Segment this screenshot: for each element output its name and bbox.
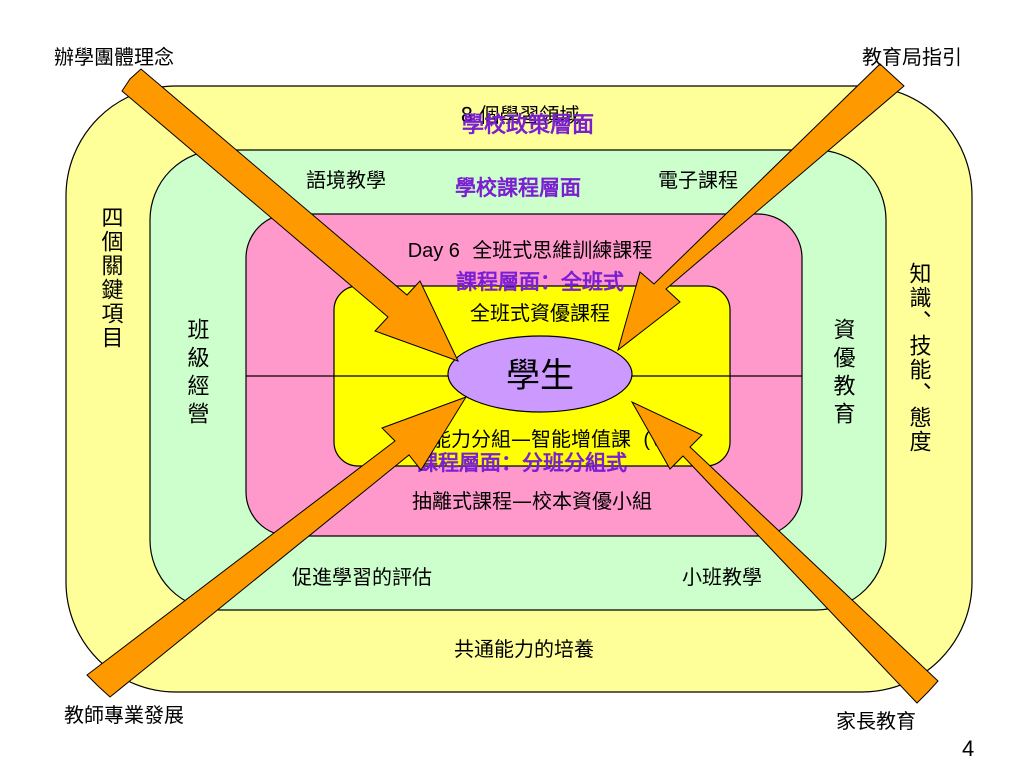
- inner-top-text: 全班式資優課程: [470, 301, 610, 325]
- third-top-text: Day 6 全班式思維訓練課程: [408, 238, 653, 262]
- inner-layer-label-bottom: 課程層面：分班分組式: [417, 451, 627, 475]
- arrow-bottom-right: [630, 400, 939, 704]
- second-top-right-text: 電子課程: [658, 168, 738, 192]
- corner-top-left-label: 辦學團體理念: [54, 45, 174, 69]
- second-bottom-left-text: 促進學習的評估: [292, 565, 432, 589]
- page-number: 4: [962, 736, 974, 761]
- corner-bottom-left-label: 教師專業發展: [64, 703, 184, 727]
- third-bottom-text: 抽離式課程—校本資優小組: [412, 489, 652, 513]
- second-bottom-right-text: 小班教學: [682, 565, 762, 589]
- inner-bottom-text: 按能力分組—智能增值課 (VIP): [411, 427, 689, 451]
- inner-bottom-main: 按能力分組—智能增值課: [411, 427, 631, 451]
- student-ellipse: [447, 335, 633, 413]
- inner-layer-label-top: 課程層面：全班式: [456, 270, 624, 294]
- arrow-top-left: [121, 68, 459, 362]
- outer-bottom-text: 共通能力的培養: [454, 637, 594, 661]
- outer-layer-label: 學校政策層面: [462, 112, 594, 138]
- corner-bottom-right-label: 家長教育: [836, 709, 916, 733]
- second-left-text: 班級經營: [184, 318, 210, 430]
- corner-top-right-label: 教育局指引: [862, 45, 962, 69]
- third-top-day: Day 6: [408, 240, 460, 262]
- second-right-text: 資優教育: [830, 318, 856, 430]
- student-label: 學生: [506, 356, 574, 396]
- outer-left-text: 四個關鍵項目: [98, 206, 124, 350]
- arrow-bottom-left: [86, 396, 468, 698]
- second-top-left-text: 語境教學: [306, 168, 386, 192]
- outer-top-text: 8 個學習領域: [460, 103, 579, 127]
- third-top-rest: 全班式思維訓練課程: [472, 238, 652, 262]
- arrow-top-right: [617, 63, 905, 352]
- second-layer-label: 學校課程層面: [455, 176, 581, 200]
- outer-right-text: 知識、技能、態度: [906, 262, 932, 454]
